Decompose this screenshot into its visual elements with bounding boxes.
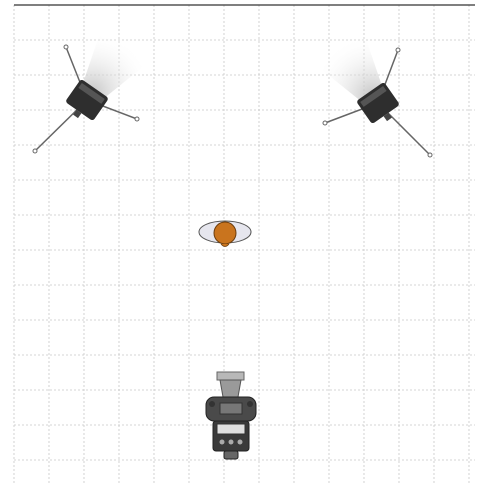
camera-lens-hood [217, 372, 244, 380]
camera-prism [220, 403, 242, 414]
camera-button [238, 440, 243, 445]
camera[interactable] [206, 372, 256, 459]
camera-lens [220, 380, 241, 397]
camera-dial [209, 401, 215, 407]
camera-button [220, 440, 225, 445]
camera-button [229, 440, 234, 445]
camera-screen [217, 424, 245, 434]
camera-grip [224, 451, 238, 459]
subject-nose [221, 244, 229, 247]
subject[interactable] [199, 221, 251, 247]
person-top-view-icon [214, 222, 236, 244]
camera-dial [247, 401, 253, 407]
